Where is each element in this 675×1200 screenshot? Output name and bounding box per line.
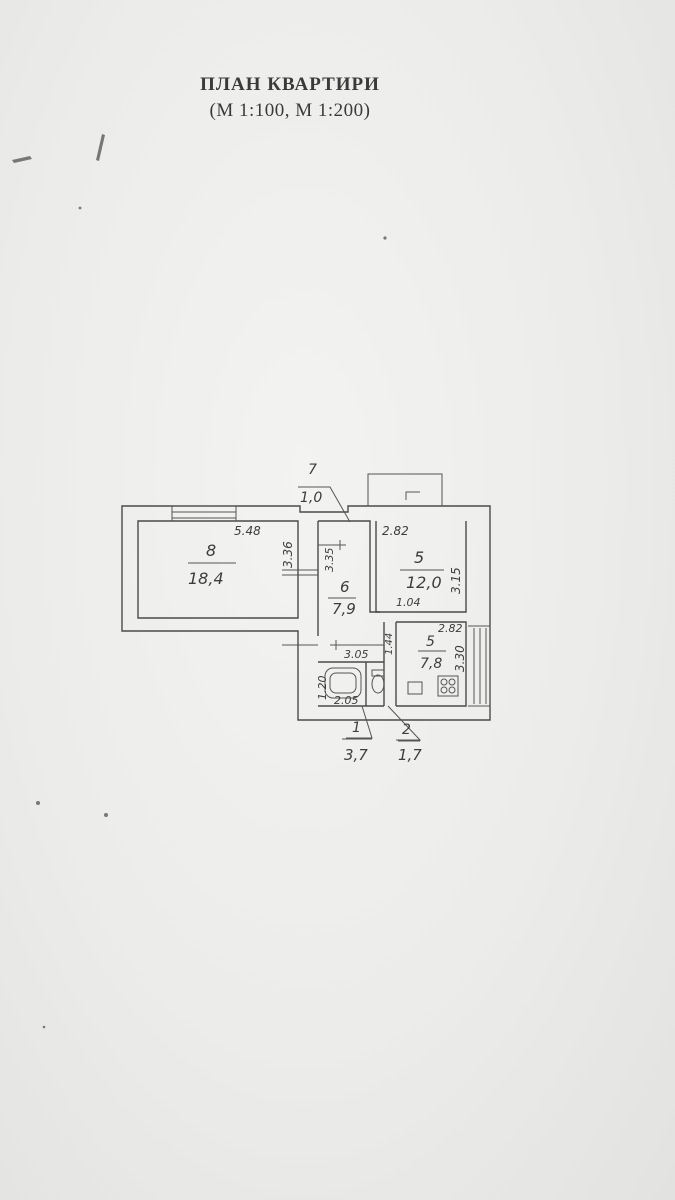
speck-mark bbox=[104, 813, 108, 817]
speck-mark bbox=[96, 134, 105, 161]
speck-mark bbox=[42, 1025, 46, 1029]
room-labels: 8 18,4 7 1,0 6 7,9 5 12,0 5 7,8 1 3,7 2 … bbox=[188, 462, 442, 764]
room-8-outline bbox=[137, 520, 299, 619]
scale-subtitle: (М 1:100, М 1:200) bbox=[209, 100, 371, 121]
closet-line bbox=[318, 540, 346, 550]
stove-burner bbox=[440, 678, 448, 686]
dimension-282-kitchen: 2.82 bbox=[438, 622, 463, 635]
speck-mark bbox=[12, 156, 32, 163]
room-5-outline bbox=[375, 521, 467, 613]
room-5a-number: 5 bbox=[414, 548, 424, 567]
dimension-315: 3.15 bbox=[449, 567, 463, 594]
dimension-548: 5.48 bbox=[234, 524, 261, 538]
sink-icon bbox=[407, 681, 423, 695]
window-room-8 bbox=[171, 505, 237, 521]
wall-corridor-right bbox=[318, 520, 380, 613]
stove-burner bbox=[440, 686, 448, 694]
outer-walls bbox=[121, 473, 491, 721]
room-8-area: 18,4 bbox=[188, 569, 224, 588]
leader-room-1 bbox=[346, 705, 373, 739]
dimension-336: 3.36 bbox=[281, 541, 295, 568]
inner-walls bbox=[282, 520, 467, 707]
dimension-305: 3.05 bbox=[344, 648, 369, 661]
outer-wall-outline bbox=[121, 505, 491, 721]
paper-specks bbox=[12, 134, 387, 1029]
room-1-number: 1 bbox=[352, 720, 361, 736]
room-6-number: 6 bbox=[340, 578, 350, 596]
stove-burner bbox=[448, 678, 456, 686]
toilet-icon bbox=[371, 674, 385, 694]
fixtures bbox=[324, 667, 459, 699]
dimension-120: 1.20 bbox=[316, 676, 329, 701]
room-2-area: 1,7 bbox=[398, 746, 422, 764]
room-5b-number: 5 bbox=[426, 634, 435, 650]
room-7-area: 1,0 bbox=[300, 490, 322, 506]
dimension-335: 3.35 bbox=[323, 548, 336, 573]
speck-mark bbox=[36, 801, 40, 805]
room-7-number: 7 bbox=[308, 462, 317, 478]
stove-burner bbox=[448, 686, 456, 694]
room-5a-area: 12,0 bbox=[406, 573, 442, 592]
bathtub-inner bbox=[329, 672, 357, 694]
dimension-104: 1.04 bbox=[396, 596, 421, 609]
room-5b-area: 7,8 bbox=[420, 656, 442, 672]
bathtub-icon bbox=[324, 667, 362, 699]
dimension-282-top: 2.82 bbox=[382, 524, 409, 538]
toilet-tank bbox=[371, 669, 385, 677]
room-8-number: 8 bbox=[206, 541, 216, 560]
balcony-outline bbox=[367, 473, 443, 506]
dimension-144: 1.44 bbox=[384, 633, 395, 655]
bathroom-outline bbox=[318, 661, 384, 707]
leader-room-2 bbox=[387, 705, 422, 741]
room-6-area: 7,9 bbox=[332, 600, 356, 618]
dimension-205: 2.05 bbox=[334, 694, 359, 707]
dimension-labels: 5.48 3.36 3.35 2.82 3.15 1.04 2.82 3.30 … bbox=[234, 524, 467, 707]
hall-mark bbox=[330, 640, 384, 650]
room-2-number: 2 bbox=[402, 722, 411, 738]
balcony-door bbox=[405, 491, 420, 500]
leader-room-7 bbox=[298, 486, 351, 523]
stove-icon bbox=[437, 675, 459, 697]
window-kitchen bbox=[468, 625, 491, 707]
speck-mark bbox=[383, 236, 387, 240]
page-title: ПЛАН КВАРТИРИ bbox=[200, 74, 380, 95]
speck-mark bbox=[78, 206, 82, 210]
leader-lines bbox=[188, 486, 446, 742]
kitchen-outline bbox=[383, 621, 467, 707]
door-marks bbox=[282, 569, 318, 646]
dimension-330: 3.30 bbox=[453, 645, 467, 672]
room-1-area: 3,7 bbox=[344, 746, 368, 764]
